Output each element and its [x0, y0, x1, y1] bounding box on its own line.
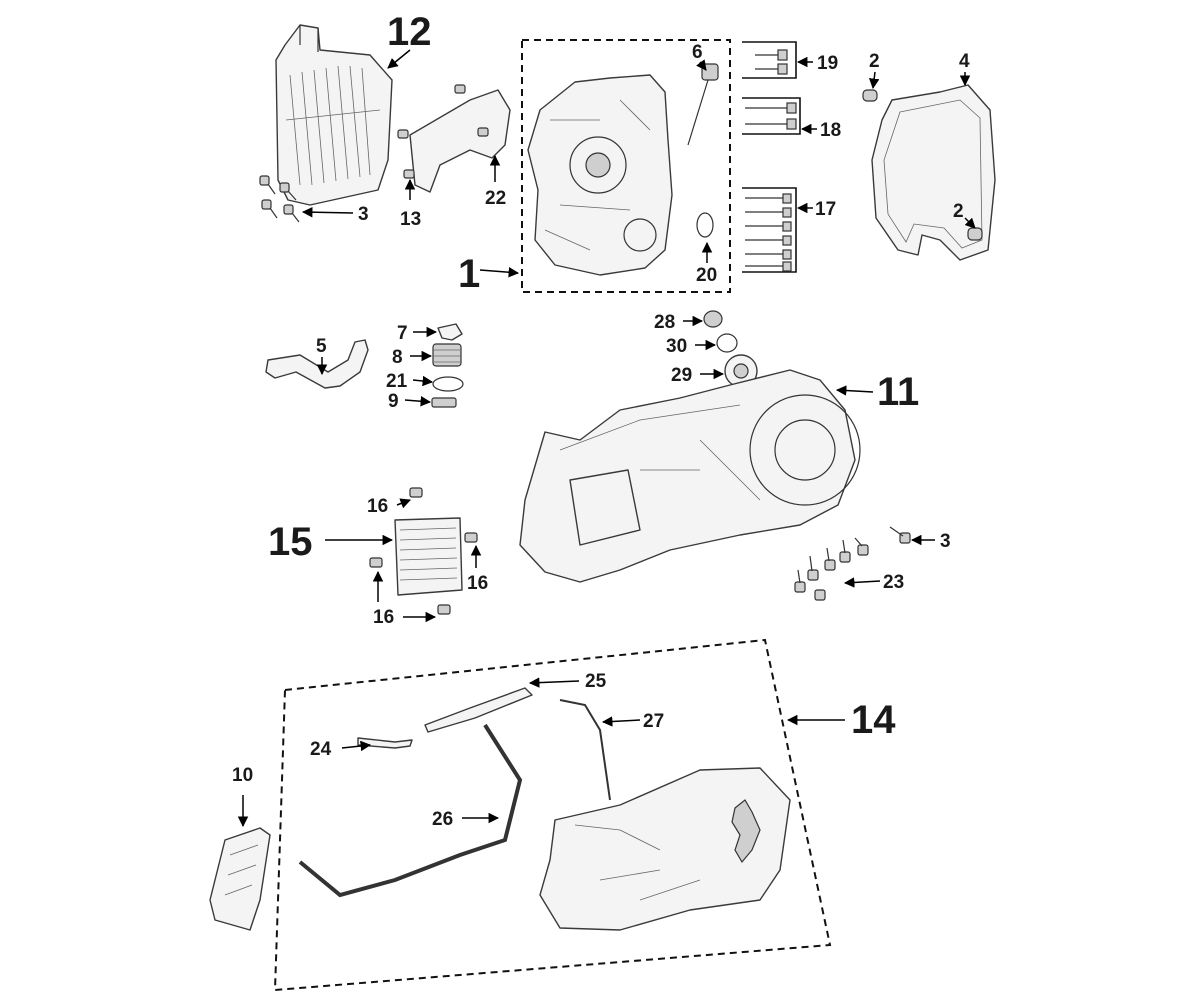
- label-18: 18: [820, 120, 841, 141]
- label-7: 7: [397, 323, 408, 344]
- part-1-group-box: [521, 39, 731, 293]
- oil-seal: [696, 212, 714, 238]
- label-12: 12: [387, 10, 432, 54]
- label-28: 28: [654, 312, 675, 333]
- label-17: 17: [815, 199, 836, 220]
- label-27: 27: [643, 711, 664, 732]
- part-labels: 12 3 13 22 1 6 20 19 18 17 2 4 2 5 7 8 2…: [232, 10, 970, 830]
- transmission-cover: [519, 369, 861, 583]
- label-21: 21: [386, 371, 408, 392]
- label-10: 10: [232, 765, 253, 786]
- label-25: 25: [585, 671, 607, 692]
- bolt-set-17: [742, 187, 797, 273]
- bolt-set-18: [742, 97, 801, 135]
- label-5: 5: [316, 336, 327, 357]
- label-4: 4: [959, 51, 970, 72]
- small-parts-stack: [431, 323, 464, 408]
- label-16-bottom: 16: [373, 607, 394, 628]
- bolt-group-left: [259, 175, 300, 223]
- label-26: 26: [432, 809, 453, 830]
- label-3-right: 3: [940, 531, 951, 552]
- bolt-set-19: [742, 41, 797, 79]
- label-23: 23: [883, 572, 904, 593]
- label-8: 8: [392, 347, 403, 368]
- label-13: 13: [400, 209, 421, 230]
- label-24: 24: [310, 739, 332, 760]
- label-29: 29: [671, 365, 692, 386]
- label-2-bottom: 2: [953, 201, 964, 222]
- part-14-group-box: [273, 638, 832, 992]
- cover-plate: [397, 84, 511, 193]
- label-2-top: 2: [869, 51, 880, 72]
- radiator-cover: [275, 24, 393, 206]
- hose-bracket: [265, 339, 369, 389]
- filter-element: [369, 487, 478, 615]
- label-6: 6: [692, 42, 703, 63]
- lion-logo-icon: [731, 799, 761, 864]
- label-14: 14: [851, 698, 896, 742]
- label-19: 19: [817, 53, 838, 74]
- label-1: 1: [458, 252, 480, 296]
- label-20: 20: [696, 265, 717, 286]
- crankcase-half: [527, 74, 673, 276]
- label-9: 9: [388, 391, 399, 412]
- gasket: [862, 84, 996, 261]
- label-16-top: 16: [367, 496, 388, 517]
- label-11: 11: [877, 370, 919, 414]
- seal-washer-bearing: [703, 310, 758, 388]
- label-3-left: 3: [358, 204, 369, 225]
- dipstick: [687, 63, 719, 146]
- label-15: 15: [268, 520, 313, 564]
- bolt-group-right: [794, 526, 911, 601]
- label-22: 22: [485, 188, 506, 209]
- label-30: 30: [666, 336, 687, 357]
- label-16-right: 16: [467, 573, 488, 594]
- leader-lines: [237, 49, 976, 828]
- brackets-and-cover: [298, 687, 791, 931]
- air-duct: [209, 827, 271, 931]
